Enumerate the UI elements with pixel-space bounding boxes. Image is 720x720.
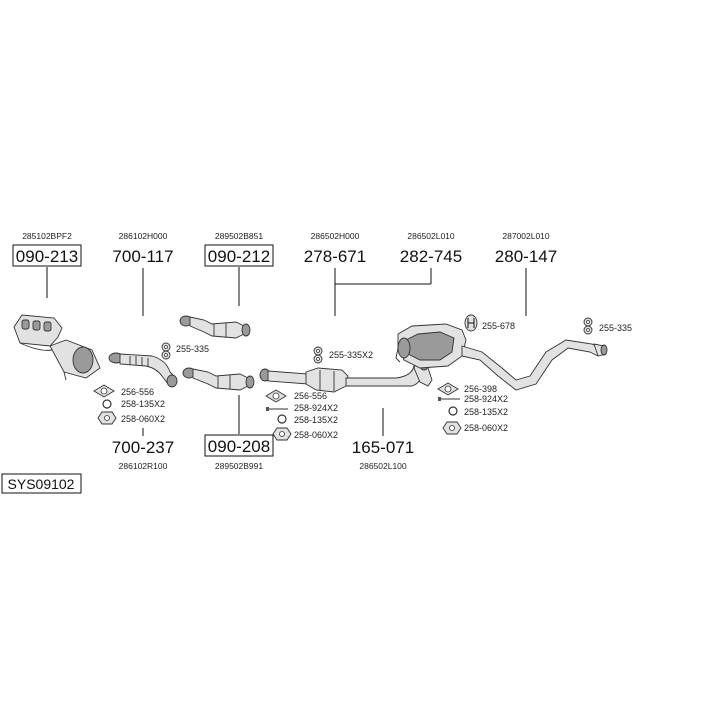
accessory-label: 258-924X2 <box>464 394 508 404</box>
gasket-icon <box>93 384 115 398</box>
part-090-213[interactable]: 285102BPF2 090-213 <box>12 231 82 267</box>
accessory-255-335-b[interactable]: 255-335 <box>583 317 632 335</box>
leader-lines <box>46 267 527 436</box>
part-number: 700-237 <box>112 438 174 457</box>
part-090-212[interactable]: 289502B851 090-212 <box>204 231 274 267</box>
accessory-258-924X2[interactable]: 258-924X2 <box>266 403 338 413</box>
front-pipe-drawing <box>108 352 178 388</box>
accessory-label: 258-060X2 <box>121 414 165 424</box>
system-code-label: SYS09102 <box>1 473 82 494</box>
accessory-label: 258-924X2 <box>294 403 338 413</box>
gasket-icon <box>437 382 459 396</box>
part-090-208[interactable]: 090-208 289502B991 <box>204 434 274 471</box>
part-number: 090-213 <box>16 247 78 266</box>
accessory-label: 256-556 <box>121 387 154 397</box>
accessory-256-398[interactable]: 256-398 <box>437 382 497 396</box>
part-278-671[interactable]: 286502H000 278-671 <box>304 231 366 266</box>
part-number-box <box>12 244 82 267</box>
system-code: SYS09102 <box>8 476 75 492</box>
bolt-icon <box>266 407 288 411</box>
gasket-icon <box>265 389 287 403</box>
accessory-258-924X2-b[interactable]: 258-924X2 <box>438 394 508 404</box>
accessory-256-556[interactable]: 256-556 <box>93 384 154 398</box>
oem-number: 289502B851 <box>215 231 263 241</box>
accessory-256-556-b[interactable]: 256-556 <box>265 389 327 403</box>
rear-silencer-drawing <box>395 323 467 369</box>
oem-number: 285102BPF2 <box>22 231 72 241</box>
part-number: 282-745 <box>400 247 462 266</box>
oem-number: 289502B991 <box>215 461 263 471</box>
part-700-237[interactable]: 700-237 286102R100 <box>112 438 174 471</box>
accessory-label: 258-135X2 <box>294 415 338 425</box>
ring-icon <box>448 406 458 416</box>
accessory-label: 256-556 <box>294 391 327 401</box>
accessory-label: 255-335X2 <box>329 350 373 360</box>
accessory-258-135X2-c[interactable]: 258-135X2 <box>448 406 508 417</box>
part-280-147[interactable]: 287002L010 280-147 <box>495 231 557 266</box>
nut-icon <box>272 427 292 441</box>
accessory-label: 256-398 <box>464 384 497 394</box>
bracket-icon <box>464 314 478 332</box>
accessory-label: 255-678 <box>482 321 515 331</box>
part-700-117[interactable]: 286102H000 700-117 <box>112 231 173 266</box>
hanger-icon <box>583 317 593 335</box>
ring-icon <box>102 399 112 409</box>
catalyst-drawing-lower <box>182 367 255 391</box>
catalyst-drawing <box>179 315 251 339</box>
accessory-label: 255-335 <box>599 323 632 333</box>
accessory-258-135X2[interactable]: 258-135X2 <box>102 399 165 409</box>
oem-number: 287002L010 <box>502 231 550 241</box>
accessory-label: 258-060X2 <box>464 423 508 433</box>
accessory-255-335[interactable]: 255-335 <box>161 342 209 360</box>
accessory-258-060X2-c[interactable]: 258-060X2 <box>442 421 508 435</box>
part-number: 090-208 <box>208 437 270 456</box>
oem-number: 286102H000 <box>119 231 168 241</box>
part-number: 278-671 <box>304 247 366 266</box>
accessory-258-060X2[interactable]: 258-060X2 <box>97 411 165 425</box>
ring-icon <box>277 414 287 424</box>
middle-pipe-drawing <box>259 357 433 393</box>
accessory-label: 258-060X2 <box>294 430 338 440</box>
part-282-745[interactable]: 286502L010 282-745 <box>400 231 462 266</box>
system-code-box <box>1 473 82 494</box>
oem-number: 286502L100 <box>359 461 407 471</box>
accessory-label: 258-135X2 <box>464 407 508 417</box>
accessory-255-335X2[interactable]: 255-335X2 <box>313 346 373 364</box>
part-number: 280-147 <box>495 247 557 266</box>
bolt-icon <box>438 397 460 401</box>
accessory-258-060X2-b[interactable]: 258-060X2 <box>272 427 338 441</box>
accessory-label: 258-135X2 <box>121 399 165 409</box>
part-number: 700-117 <box>112 247 173 266</box>
hanger-icon <box>161 342 171 360</box>
part-number-box <box>204 244 274 267</box>
part-number-box <box>204 434 274 457</box>
hanger-icon <box>313 346 323 364</box>
exhaust-manifold-drawing <box>13 314 101 381</box>
part-165-071[interactable]: 165-071 286502L100 <box>352 438 414 471</box>
oem-number: 286102R100 <box>119 461 168 471</box>
tail-pipe-drawing <box>461 339 608 391</box>
accessory-258-135X2-b[interactable]: 258-135X2 <box>277 414 338 425</box>
oem-number: 286502H000 <box>311 231 360 241</box>
part-number: 090-212 <box>208 247 270 266</box>
oem-number: 286502L010 <box>407 231 455 241</box>
part-number: 165-071 <box>352 438 414 457</box>
nut-icon <box>442 421 462 435</box>
accessory-255-678[interactable]: 255-678 <box>464 314 515 332</box>
nut-icon <box>97 411 117 425</box>
accessory-label: 255-335 <box>176 344 209 354</box>
